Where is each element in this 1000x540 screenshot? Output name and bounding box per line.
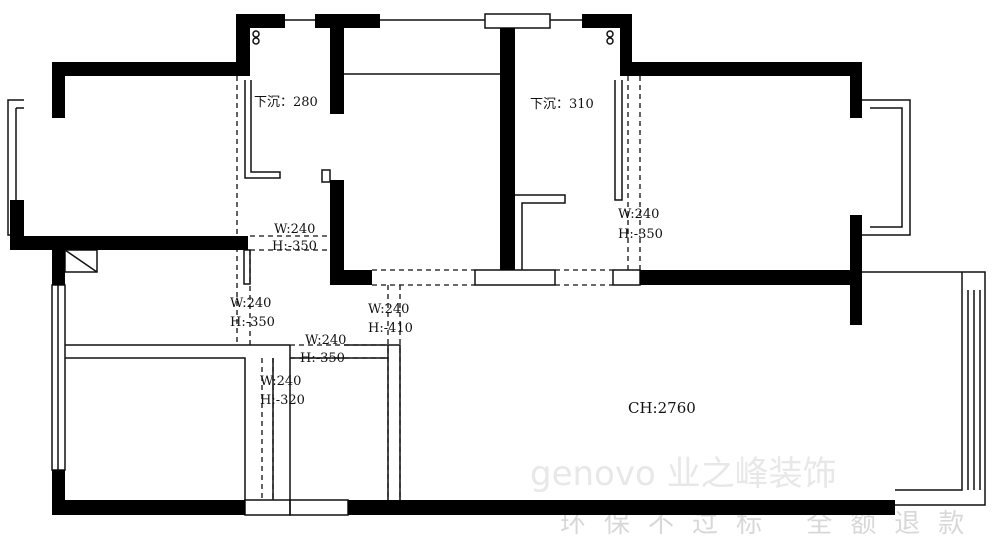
watermark: genovo 业之峰装饰 环保不过标 全额退款 xyxy=(530,454,964,539)
door-height-label: H:-350 xyxy=(230,315,275,330)
thin-walls xyxy=(7,13,986,516)
door-height-label: H:-350 xyxy=(272,239,317,254)
door-width-label: W:240 xyxy=(230,296,271,311)
sink-label-a: 下沉：280 xyxy=(254,95,318,110)
ceiling-height-label: CH:2760 xyxy=(628,399,696,417)
door-width-label: W:240 xyxy=(305,333,346,348)
door-width-label: W:240 xyxy=(274,222,315,237)
door-height-label: H:-410 xyxy=(368,321,413,336)
sink-label-b: 下沉：310 xyxy=(530,97,594,112)
svg-text:genovo 业之峰装饰: genovo 业之峰装饰 xyxy=(530,454,837,494)
door-width-label: W:240 xyxy=(618,207,659,222)
walls xyxy=(10,14,895,515)
dashed-door-openings xyxy=(236,76,641,500)
door-width-label: W:240 xyxy=(260,374,301,389)
door-height-label: H:-350 xyxy=(618,227,663,242)
door-height-label: H:-320 xyxy=(260,393,305,408)
door-width-label: W:240 xyxy=(368,302,409,317)
door-height-label: H:-350 xyxy=(300,351,345,366)
